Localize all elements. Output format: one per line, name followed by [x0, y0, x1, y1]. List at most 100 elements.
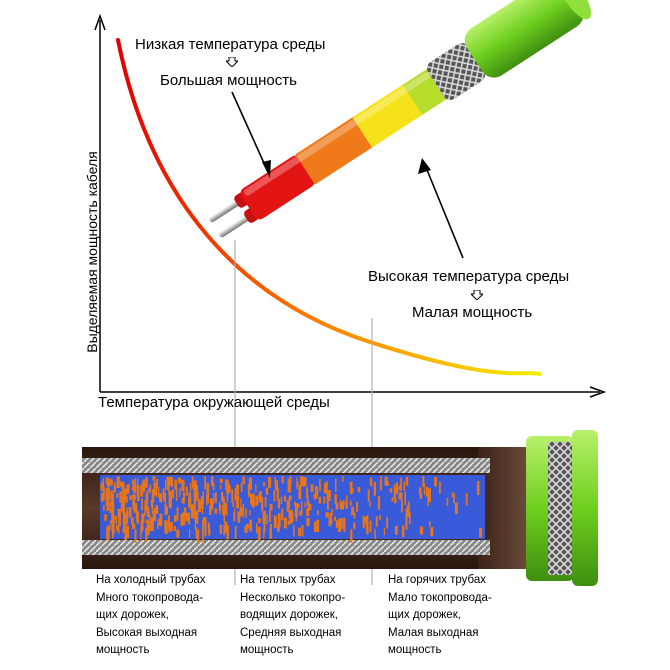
conductive-path-streak: [163, 492, 166, 503]
conductive-path-streak: [115, 516, 117, 524]
conductive-path-streak: [128, 507, 132, 518]
conductive-path-streak: [275, 518, 277, 523]
conductive-path-streak: [326, 480, 328, 494]
conductive-path-streak: [276, 488, 279, 501]
conductive-path-streak: [140, 526, 142, 540]
conductive-path-streak: [159, 518, 163, 525]
conductive-path-streak: [223, 512, 225, 523]
conductive-path-streak: [148, 526, 152, 532]
note-line: водящих дорожек,: [240, 609, 338, 621]
heating-cable-3d: [209, 0, 591, 238]
conductive-path-streak: [327, 491, 331, 502]
conductive-path-streak: [258, 518, 261, 523]
note-line: мощность: [388, 644, 442, 656]
conductive-path-streak: [234, 508, 236, 516]
conductive-path-streak: [122, 491, 125, 505]
conductive-path-streak: [454, 502, 458, 514]
conductive-path-streak: [294, 503, 298, 517]
conductive-path-streak: [193, 480, 197, 491]
conductive-path-streak: [234, 495, 237, 501]
conductive-path-streak: [124, 488, 127, 501]
conductive-path-streak: [386, 481, 389, 486]
conductive-path-streak: [195, 527, 198, 539]
conductive-path-streak: [325, 512, 329, 518]
conductive-path-streak: [240, 498, 242, 509]
conductive-path-streak: [353, 512, 356, 519]
conductive-path-streak: [394, 488, 396, 497]
conductive-path-streak: [166, 482, 170, 490]
conductive-path-streak: [171, 477, 174, 488]
conductive-path-streak: [207, 494, 209, 504]
conductive-path-streak: [122, 503, 125, 515]
conductive-path-streak: [374, 529, 376, 540]
conductive-path-streak: [185, 512, 189, 522]
conductive-path-streak: [140, 485, 144, 497]
note-warm-pipes: На теплых трубах Несколько токопро- водя…: [240, 572, 345, 660]
y-axis-label: Выделяемая мощность кабеля: [84, 151, 100, 353]
conductive-path-streak: [315, 526, 318, 532]
conductive-path-streak: [313, 493, 316, 500]
conductive-path-streak: [168, 522, 172, 532]
conductive-path-streak: [251, 493, 255, 508]
conductive-path-streak: [316, 519, 320, 533]
conductive-path-streak: [275, 480, 278, 491]
conductive-path-streak: [126, 511, 129, 525]
conductive-path-streak: [155, 505, 159, 514]
conductive-path-streak: [406, 476, 409, 486]
conductive-paths: [100, 476, 483, 543]
conductive-path-streak: [237, 511, 241, 523]
conductive-path-streak: [349, 481, 353, 495]
conductive-path-streak: [402, 525, 405, 538]
conductive-path-streak: [375, 516, 378, 527]
conductive-path-streak: [126, 484, 130, 494]
conductive-path-streak: [379, 480, 382, 491]
conductive-path-streak: [231, 489, 234, 503]
conductive-path-streak: [335, 478, 337, 492]
conductive-path-streak: [233, 512, 236, 522]
conductive-path-streak: [287, 520, 291, 525]
conductive-path-streak: [120, 497, 124, 512]
conductive-path-streak: [164, 520, 168, 531]
conductive-path-streak: [194, 517, 196, 530]
conductive-path-streak: [107, 525, 111, 531]
conductive-path-streak: [249, 519, 252, 532]
conductive-path-streak: [369, 501, 371, 507]
conductive-path-streak: [162, 488, 165, 501]
conductive-path-streak: [256, 523, 258, 534]
conductive-path-streak: [370, 477, 373, 487]
core-red-section: [240, 155, 315, 220]
conductive-path-streak: [212, 482, 215, 491]
conductive-path-streak: [192, 480, 194, 487]
conductive-path-streak: [223, 502, 226, 513]
upper-conductor: [82, 458, 490, 473]
conductive-path-streak: [222, 496, 225, 503]
conductive-path-streak: [328, 517, 332, 527]
conductive-path-streak: [110, 490, 114, 500]
conductive-path-streak: [185, 486, 188, 496]
conductive-path-streak: [405, 517, 408, 530]
conductive-path-streak: [223, 524, 225, 536]
conductive-path-streak: [465, 493, 468, 506]
conductive-path-streak: [136, 491, 140, 501]
cable-cross-section: [82, 430, 598, 586]
conductive-path-streak: [117, 508, 121, 519]
note-line: Высокая выходная: [96, 626, 198, 639]
conductive-path-streak: [122, 482, 125, 493]
conductive-path-streak: [335, 520, 339, 528]
conductive-path-streak: [106, 526, 108, 540]
conductive-path-streak: [283, 517, 287, 529]
conductive-path-streak: [288, 497, 290, 509]
low-temp-down-arrow-icon: [226, 57, 238, 67]
conductive-path-streak: [345, 502, 348, 509]
conductive-path-streak: [221, 492, 224, 501]
conductive-path-streak: [349, 500, 352, 506]
conductive-path-streak: [168, 515, 170, 530]
conductive-path-streak: [373, 482, 376, 496]
conductive-path-streak: [125, 496, 128, 503]
conductive-path-streak: [419, 493, 422, 499]
conductive-path-streak: [149, 484, 152, 493]
conductive-path-streak: [245, 524, 248, 534]
conductive-path-streak: [353, 522, 356, 529]
conductive-path-streak: [141, 513, 145, 524]
conductive-path-streak: [288, 510, 291, 519]
